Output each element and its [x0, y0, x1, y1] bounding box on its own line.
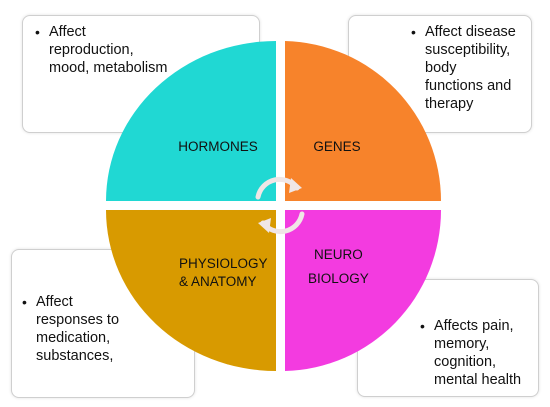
- bullet-icon: •: [22, 294, 27, 310]
- bullet-icon: •: [420, 318, 425, 334]
- cycle-arrow-icon: [258, 211, 305, 235]
- label-physiology-line1: PHYSIOLOGY: [179, 256, 268, 271]
- label-neurobiology-line1: NEURO: [314, 247, 363, 262]
- bullet-icon: •: [35, 24, 40, 40]
- cycle-arrow-icon: [255, 176, 302, 200]
- label-genes: GENES: [313, 139, 360, 154]
- bullet-icon: •: [411, 24, 416, 40]
- callout-physiology-text: Affect responses to medication, substanc…: [36, 294, 120, 364]
- label-hormones: HORMONES: [178, 139, 258, 154]
- callout-neurobiology-text: Affects pain, memory, cognition, mental …: [434, 318, 522, 388]
- callout-genes-text: Affect disease susceptibility, body func…: [425, 24, 516, 112]
- quadrant-neurobiology: [285, 210, 441, 371]
- quadrant-physiology: [106, 210, 276, 371]
- label-neurobiology-line2: BIOLOGY: [308, 271, 369, 286]
- callout-hormones-text: Affect reproduction, mood, metabolism: [49, 24, 168, 76]
- label-physiology-line2: & ANATOMY: [179, 274, 257, 289]
- quadrant-genes: [285, 41, 442, 201]
- quadrant-hormones: [106, 41, 276, 201]
